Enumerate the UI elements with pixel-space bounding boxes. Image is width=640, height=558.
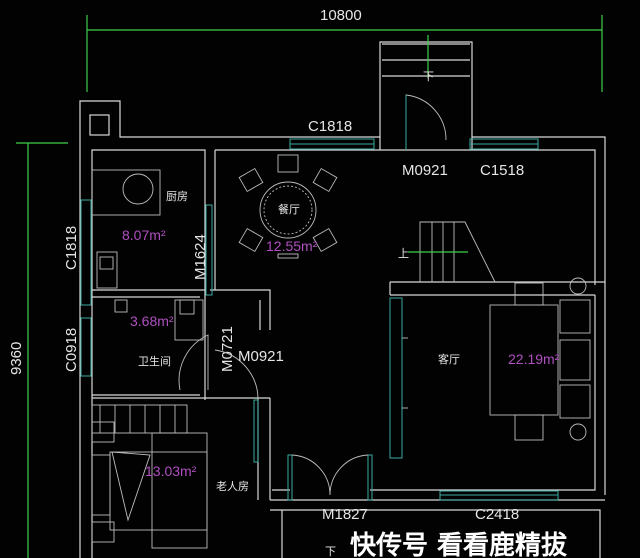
watermark: 快传号 看看鹿精拔 — [350, 530, 568, 558]
bedroom: 老人房 13.03m² — [91, 404, 249, 549]
svg-text:M0721: M0721 — [219, 326, 236, 372]
dimension-left: 9360 — [8, 142, 68, 558]
bathroom-area: 3.68m² — [130, 313, 174, 329]
dimension-height-label: 9360 — [8, 342, 25, 375]
dining-area: 12.55m² — [266, 238, 318, 254]
bathroom: 卫生间 3.68m² — [114, 299, 195, 368]
window-c1818-kitchen: C1818 — [63, 199, 92, 306]
walls — [79, 41, 606, 558]
dimension-top: 10800 — [86, 7, 603, 92]
dimension-width-label: 10800 — [320, 7, 362, 24]
svg-text:C0918: C0918 — [63, 328, 80, 372]
door-m0921-entry[interactable]: 下 M0921 — [402, 35, 448, 179]
window-c1518-top: C1518 — [469, 138, 539, 179]
living-name: 客厅 — [438, 352, 460, 366]
svg-text:M0921: M0921 — [402, 162, 448, 179]
svg-text:下: 下 — [423, 70, 434, 83]
door-m0921-bedroom[interactable]: M0921 — [214, 348, 284, 463]
living-area: 22.19m² — [508, 351, 560, 367]
svg-text:C2418: C2418 — [475, 506, 519, 523]
window-c0918-bath: C0918 — [63, 317, 92, 377]
stairs: 上 — [398, 221, 496, 283]
window-c1818-top: C1818 — [289, 118, 375, 150]
kitchen: 厨房 8.07m² — [91, 169, 204, 341]
svg-text:C1818: C1818 — [63, 226, 80, 270]
window-c2418-living: C2418 — [439, 490, 559, 523]
living-room: 客厅 22.19m² — [389, 277, 591, 459]
svg-text:上: 上 — [398, 247, 409, 260]
bathroom-name: 卫生间 — [138, 354, 171, 368]
kitchen-name: 厨房 — [166, 190, 188, 203]
dining-name: 餐厅 — [278, 202, 300, 216]
door-m0721-bath[interactable]: M0721 — [178, 326, 236, 391]
svg-text:C1818: C1818 — [308, 118, 352, 135]
bedroom-area: 13.03m² — [145, 463, 197, 479]
svg-text:M1827: M1827 — [322, 506, 368, 523]
door-m1827-living[interactable]: M1827 — [287, 454, 373, 523]
dining-table: 餐厅 12.55m² — [238, 154, 338, 259]
svg-text:M0921: M0921 — [238, 348, 284, 365]
svg-text:C1518: C1518 — [480, 162, 524, 179]
stairs-down-label: 下 — [325, 545, 336, 558]
kitchen-area: 8.07m² — [122, 227, 166, 243]
door-m1624-kitchen[interactable]: M1624 — [192, 204, 213, 296]
bedroom-name: 老人房 — [216, 480, 249, 493]
svg-text:M1624: M1624 — [192, 234, 209, 280]
